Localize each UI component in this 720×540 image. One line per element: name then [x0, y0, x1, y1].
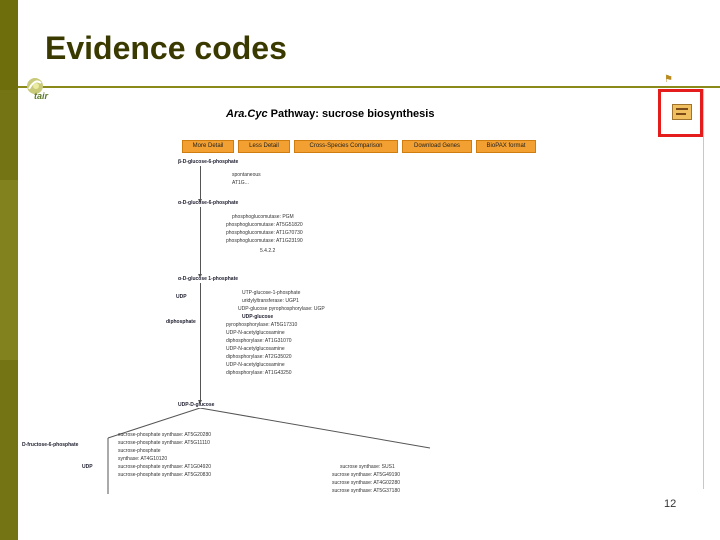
tair-logo-text: tair — [34, 91, 49, 101]
enzyme-label[interactable]: sucrose-phosphate synthase: AT5G20830 — [118, 472, 212, 478]
enzyme-label[interactable]: phosphoglucomutase: AT1G23190 — [226, 238, 303, 244]
pathway-title: Ara.Cyc Pathway: sucrose biosynthesis — [226, 108, 435, 120]
pathway-tools-icon: ⚑ — [664, 74, 673, 85]
page-number: 12 — [664, 498, 677, 510]
enzyme-label[interactable]: phosphoglucomutase: AT5G51820 — [226, 222, 303, 228]
enzyme-label[interactable]: sucrose synthase: SUS1 — [340, 464, 395, 470]
reaction-arrow — [198, 283, 202, 404]
enzyme-label[interactable]: diphosphorylase: AT1G43250 — [226, 370, 292, 376]
enzyme-label[interactable]: sucrose synthase: AT5G37180 — [332, 488, 401, 494]
slide-sidebar-accent — [0, 180, 18, 360]
enzyme-label[interactable]: UTP-glucose-1-phosphate — [242, 290, 301, 296]
enzyme-label[interactable]: phosphoglucomutase: PGM — [232, 214, 294, 220]
biopax-format-button[interactable]: BioPAX format — [476, 140, 536, 153]
screenshot-edge — [703, 89, 704, 489]
enzyme-label[interactable]: sucrose-phosphate — [118, 448, 161, 454]
highlight-box — [658, 89, 703, 137]
reaction-arrow — [198, 166, 202, 203]
compound-label-utp[interactable]: UDP — [176, 294, 187, 300]
enzyme-label[interactable]: UDP-N-acetylglucosamine — [226, 330, 285, 336]
branch-arrows — [107, 408, 431, 494]
tair-logo-icon — [27, 78, 43, 94]
cross-species-comparison-button[interactable]: Cross-Species Comparison — [294, 140, 398, 153]
compound-label[interactable]: β-D-glucose-6-phosphate — [178, 159, 239, 165]
enzyme-label[interactable]: spontaneous — [232, 172, 261, 178]
enzyme-label[interactable]: uridylyltransferase: UGP1 — [242, 298, 299, 304]
enzyme-label[interactable]: phosphoglucomutase: AT1G70730 — [226, 230, 303, 236]
compound-label-udp[interactable]: UDP — [82, 464, 93, 470]
pathway-screenshot: Ara.Cyc Pathway: sucrose biosynthesis Mo… — [22, 96, 700, 496]
slide-sidebar-top — [0, 0, 18, 90]
enzyme-label[interactable]: sucrose synthase: AT4G02280 — [332, 480, 401, 486]
more-detail-button[interactable]: More Detail — [182, 140, 234, 153]
download-genes-button[interactable]: Download Genes — [402, 140, 472, 153]
enzyme-label[interactable]: UDP-N-acetylglucosamine — [226, 362, 285, 368]
enzyme-label[interactable]: sucrose-phosphate synthase: AT5G11110 — [118, 440, 210, 446]
less-detail-button[interactable]: Less Detail — [238, 140, 290, 153]
enzyme-label[interactable]: UDP-glucose pyrophosphorylase: UGP — [238, 306, 325, 312]
enzyme-label[interactable]: synthase: AT4G10120 — [118, 456, 168, 462]
reaction-arrow — [198, 207, 202, 278]
enzyme-label[interactable]: sucrose-phosphate synthase: AT1G04920 — [118, 464, 212, 470]
compound-label[interactable]: UDP-glucose — [242, 314, 274, 320]
compound-label[interactable]: α-D-glucose-6-phosphate — [178, 200, 239, 206]
enzyme-label[interactable]: UDP-N-acetylglucosamine — [226, 346, 285, 352]
enzyme-label[interactable]: diphosphorylase: AT2G35020 — [226, 354, 292, 360]
ec-number-label[interactable]: 5.4.2.2 — [260, 248, 276, 254]
title-divider — [18, 86, 720, 88]
compound-label-fructose[interactable]: D-fructose-6-phosphate — [22, 442, 79, 448]
enzyme-label[interactable]: diphosphorylase: AT1G31070 — [226, 338, 292, 344]
evidence-code-icon[interactable] — [672, 104, 692, 120]
enzyme-label[interactable]: sucrose-phosphate synthase: AT5G20280 — [118, 432, 212, 438]
enzyme-label[interactable]: pyrophosphorylase: AT5G17310 — [226, 322, 298, 328]
compound-label-diphosphate[interactable]: diphosphate — [166, 319, 196, 325]
compound-label[interactable]: UDP-D-glucose — [178, 402, 215, 408]
compound-label[interactable]: α-D-glucose 1-phosphate — [178, 276, 239, 282]
slide-title: Evidence codes — [45, 30, 287, 66]
enzyme-label[interactable]: AT1G... — [232, 180, 249, 186]
enzyme-label[interactable]: sucrose synthase: AT5G49190 — [332, 472, 401, 478]
